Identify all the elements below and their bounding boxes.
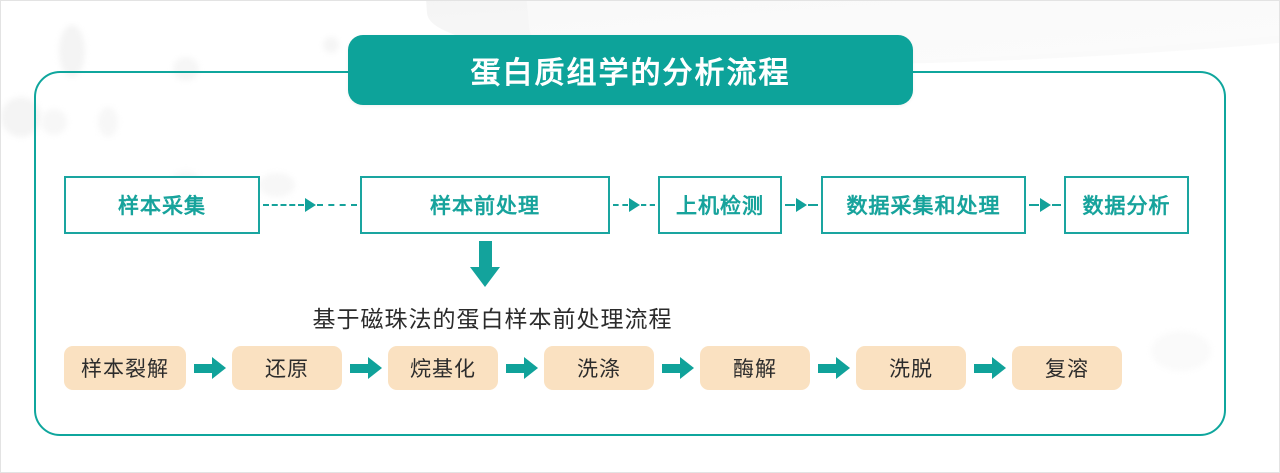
flow-step-instrument-detection[interactable]: 上机检测 xyxy=(658,176,782,234)
subflow-step-alkylation[interactable]: 烷基化 xyxy=(388,346,498,390)
arrow-right-icon xyxy=(498,357,544,379)
arrow-head xyxy=(524,357,538,379)
arrow-head xyxy=(680,357,694,379)
arrow-head xyxy=(628,198,640,212)
subflow-step-digestion[interactable]: 酶解 xyxy=(700,346,810,390)
subflow-step-label: 样本裂解 xyxy=(81,358,169,381)
flow-step-label: 数据采集和处理 xyxy=(846,195,1001,218)
arrow-right-icon xyxy=(342,357,388,379)
arrow-stem xyxy=(350,364,370,373)
subflow-step-label: 洗脱 xyxy=(889,358,933,381)
arrow-head xyxy=(796,198,807,212)
dashed-arrow-right-icon xyxy=(785,198,818,212)
flow-step-label: 样本采集 xyxy=(118,195,206,218)
arrow-head xyxy=(1039,198,1051,212)
arrow-head xyxy=(212,357,226,379)
arrow-stem xyxy=(974,364,994,373)
subflow-step-label: 酶解 xyxy=(733,358,777,381)
arrow-right-icon xyxy=(654,357,700,379)
page-title: 蛋白质组学的分析流程 xyxy=(470,57,791,90)
dashed-arrow-right-icon xyxy=(263,198,357,212)
subflow-step-label: 还原 xyxy=(265,358,309,381)
subflow-step-elution[interactable]: 洗脱 xyxy=(856,346,966,390)
main-flow-row: 样本采集 样本前处理 上机检测 数据采集和处理 xyxy=(1,176,1279,234)
arrow-head xyxy=(992,357,1006,379)
arrow-head xyxy=(368,357,382,379)
subflow-step-label: 复溶 xyxy=(1045,358,1089,381)
arrow-right-icon xyxy=(966,357,1012,379)
subflow-step-label: 洗涤 xyxy=(577,358,621,381)
flow-step-sample-pretreatment[interactable]: 样本前处理 xyxy=(360,176,610,234)
dash-segment xyxy=(1029,204,1039,206)
subflow-step-washing[interactable]: 洗涤 xyxy=(544,346,654,390)
flow-step-sample-collection[interactable]: 样本采集 xyxy=(64,176,260,234)
arrow-down-icon xyxy=(470,241,500,287)
background-blob xyxy=(323,37,339,53)
arrow-right-icon xyxy=(186,357,232,379)
arrow-head xyxy=(836,357,850,379)
subflow-subtitle: 基于磁珠法的蛋白样本前处理流程 xyxy=(312,306,673,332)
title-banner: 蛋白质组学的分析流程 xyxy=(348,35,913,105)
arrow-stem xyxy=(506,364,526,373)
dashed-arrow-right-icon xyxy=(613,198,655,212)
background-blob xyxy=(59,25,85,77)
dash-segment xyxy=(316,204,357,206)
sub-flow-row: 样本裂解 还原 烷基化 洗涤 酶解 xyxy=(64,346,1189,390)
subflow-step-reduction[interactable]: 还原 xyxy=(232,346,342,390)
arrow-stem xyxy=(479,241,492,269)
subflow-step-lysis[interactable]: 样本裂解 xyxy=(64,346,186,390)
flow-step-label: 样本前处理 xyxy=(430,195,540,218)
subflow-step-label: 烷基化 xyxy=(410,358,476,381)
dash-segment xyxy=(263,204,304,206)
dash-segment xyxy=(613,204,628,206)
arrow-head xyxy=(304,198,316,212)
dash-segment xyxy=(785,204,795,206)
flow-step-data-analysis[interactable]: 数据分析 xyxy=(1064,176,1189,234)
subflow-step-redissolution[interactable]: 复溶 xyxy=(1012,346,1122,390)
dash-segment xyxy=(1051,204,1061,206)
dashed-arrow-right-icon xyxy=(1029,198,1061,212)
arrow-stem xyxy=(818,364,838,373)
arrow-right-icon xyxy=(810,357,856,379)
flow-step-data-acquisition[interactable]: 数据采集和处理 xyxy=(821,176,1026,234)
arrow-stem xyxy=(662,364,682,373)
dash-segment xyxy=(808,204,818,206)
dash-segment xyxy=(640,204,655,206)
flow-step-label: 数据分析 xyxy=(1082,195,1171,218)
arrow-head xyxy=(470,267,500,287)
flow-step-label: 上机检测 xyxy=(676,195,764,218)
arrow-stem xyxy=(194,364,214,373)
